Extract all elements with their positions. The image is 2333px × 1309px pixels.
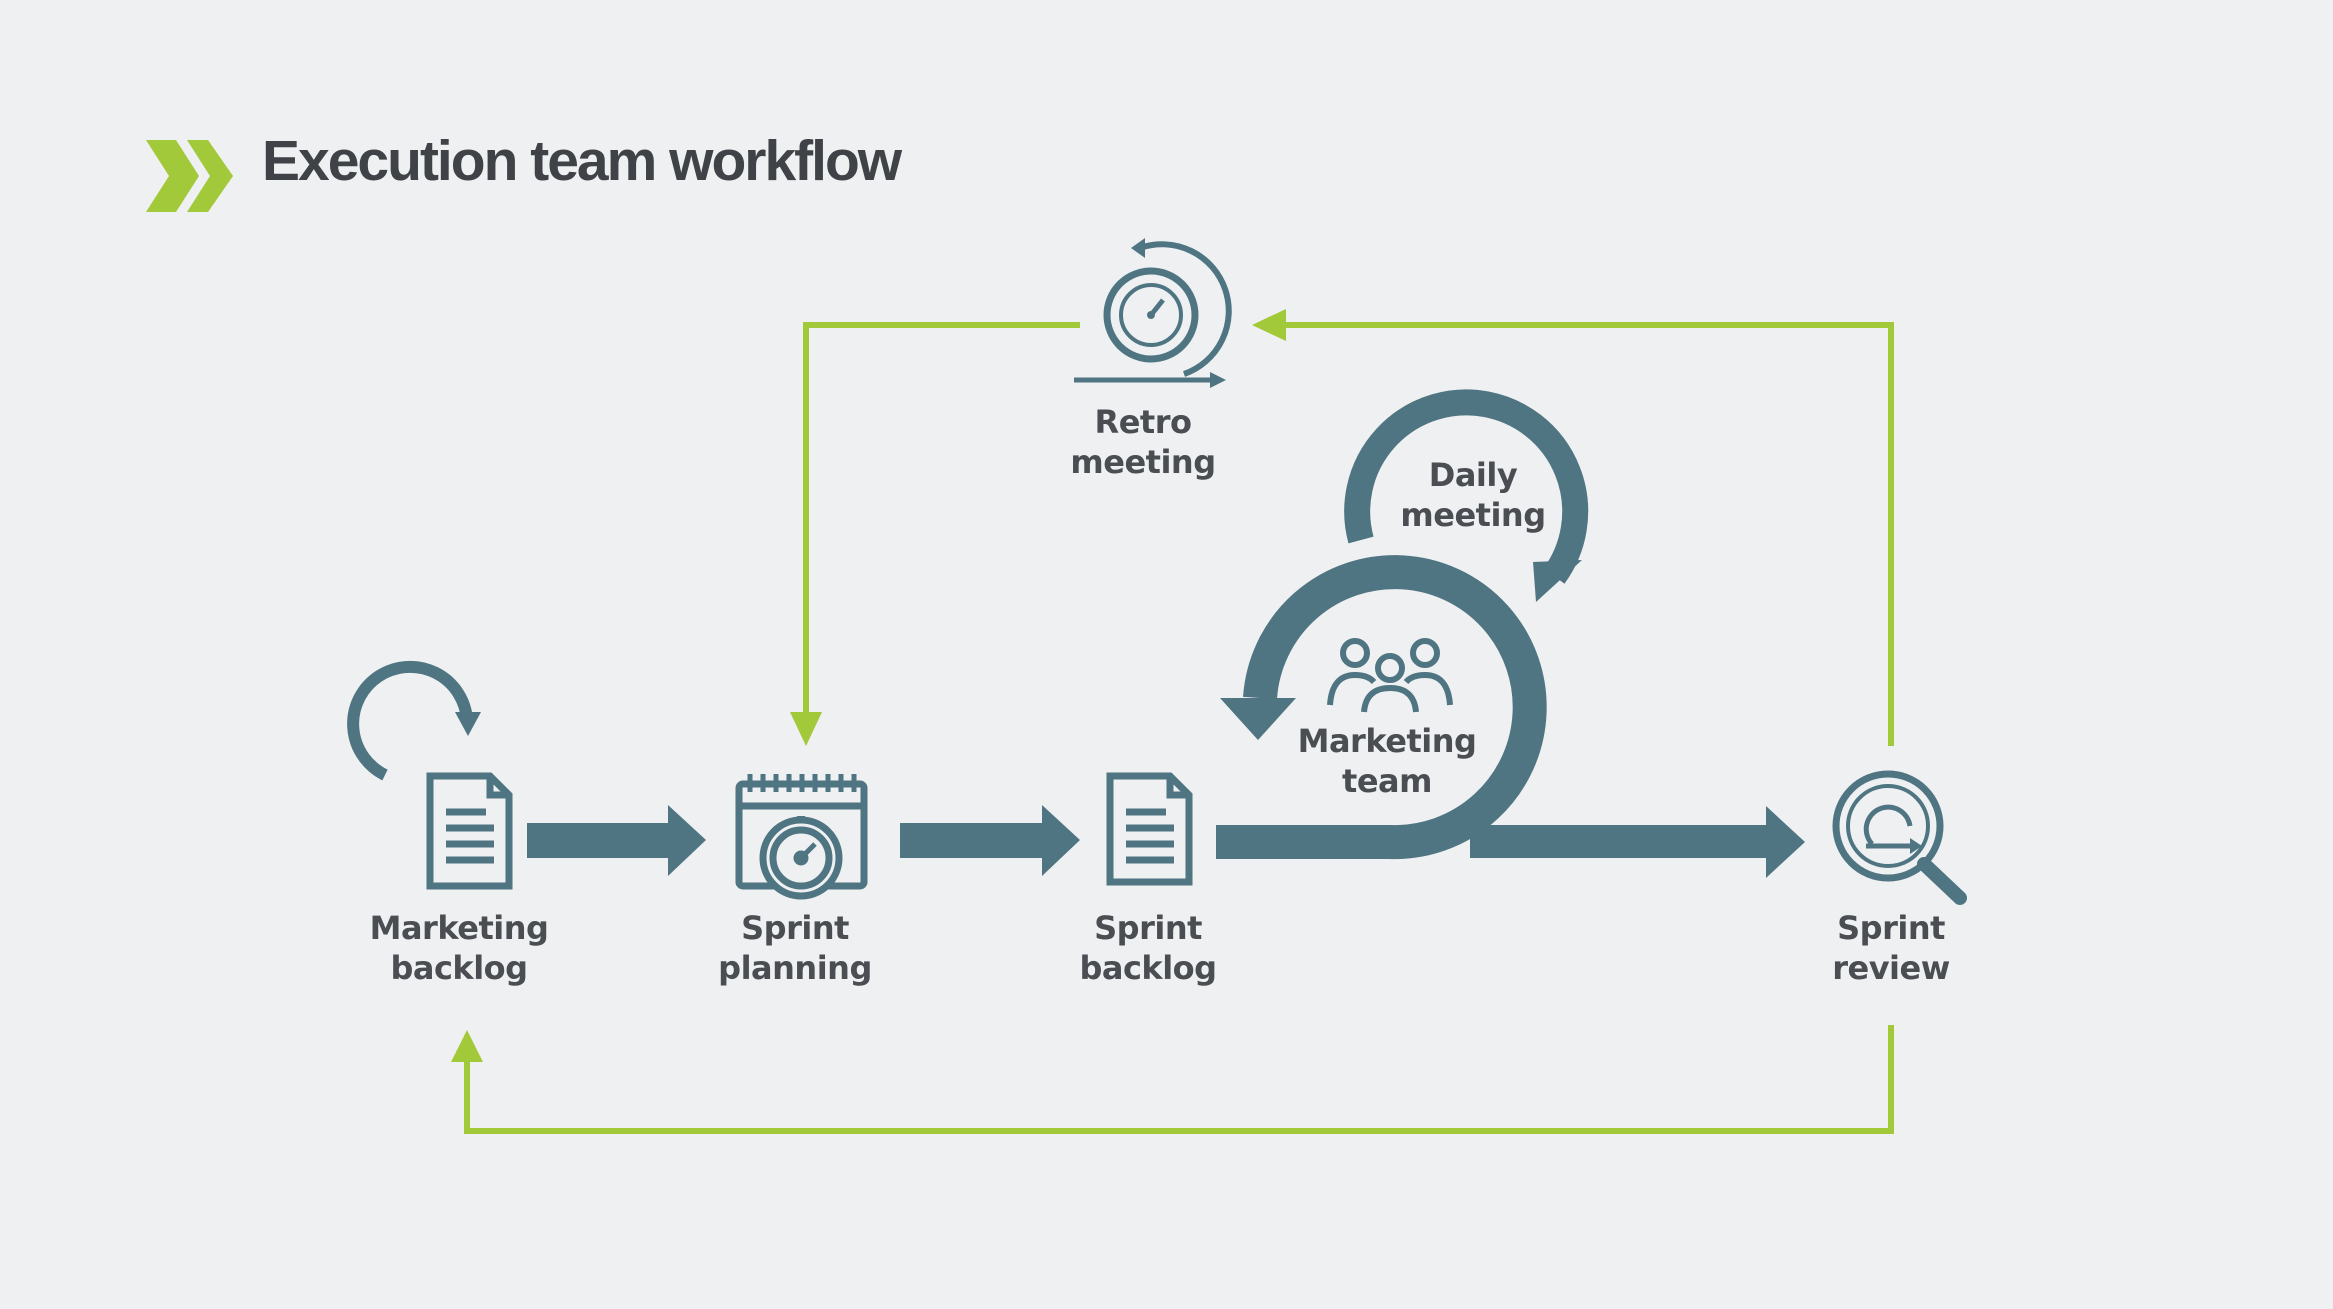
- sprint-backlog-label: Sprint backlog: [1079, 909, 1217, 987]
- retro-to-planning-arrow: [790, 322, 1080, 746]
- daily-loop-arrow: [1344, 389, 1589, 602]
- chevrons-logo-icon: [146, 140, 233, 212]
- team-icon: [1327, 638, 1453, 713]
- retro-meeting-label: Retro meeting: [1070, 403, 1216, 481]
- document-icon: [1106, 772, 1193, 886]
- team-loop-arrow: [1216, 555, 1547, 860]
- document-icon: [426, 772, 513, 890]
- flow-arrow: [1470, 806, 1805, 878]
- marketing-backlog-label: Marketing backlog: [369, 909, 549, 987]
- calendar-stopwatch-icon: [735, 774, 868, 900]
- daily-meeting-label: Daily meeting: [1400, 456, 1546, 534]
- marketing-team-label: Marketing team: [1297, 722, 1477, 800]
- magnifier-cycle-icon: [1832, 770, 1967, 905]
- flow-arrow: [527, 805, 706, 876]
- cycle-arrow-icon: [347, 660, 481, 781]
- review-to-retro-arrow: [1252, 309, 1894, 746]
- stopwatch-cycle-icon: [1074, 238, 1232, 388]
- review-to-backlog-arrow: [451, 1025, 1894, 1134]
- page-title: Execution team workflow: [262, 129, 902, 193]
- sprint-planning-label: Sprint planning: [718, 909, 872, 987]
- sprint-review-label: Sprint review: [1832, 909, 1950, 987]
- flow-arrow: [900, 805, 1080, 876]
